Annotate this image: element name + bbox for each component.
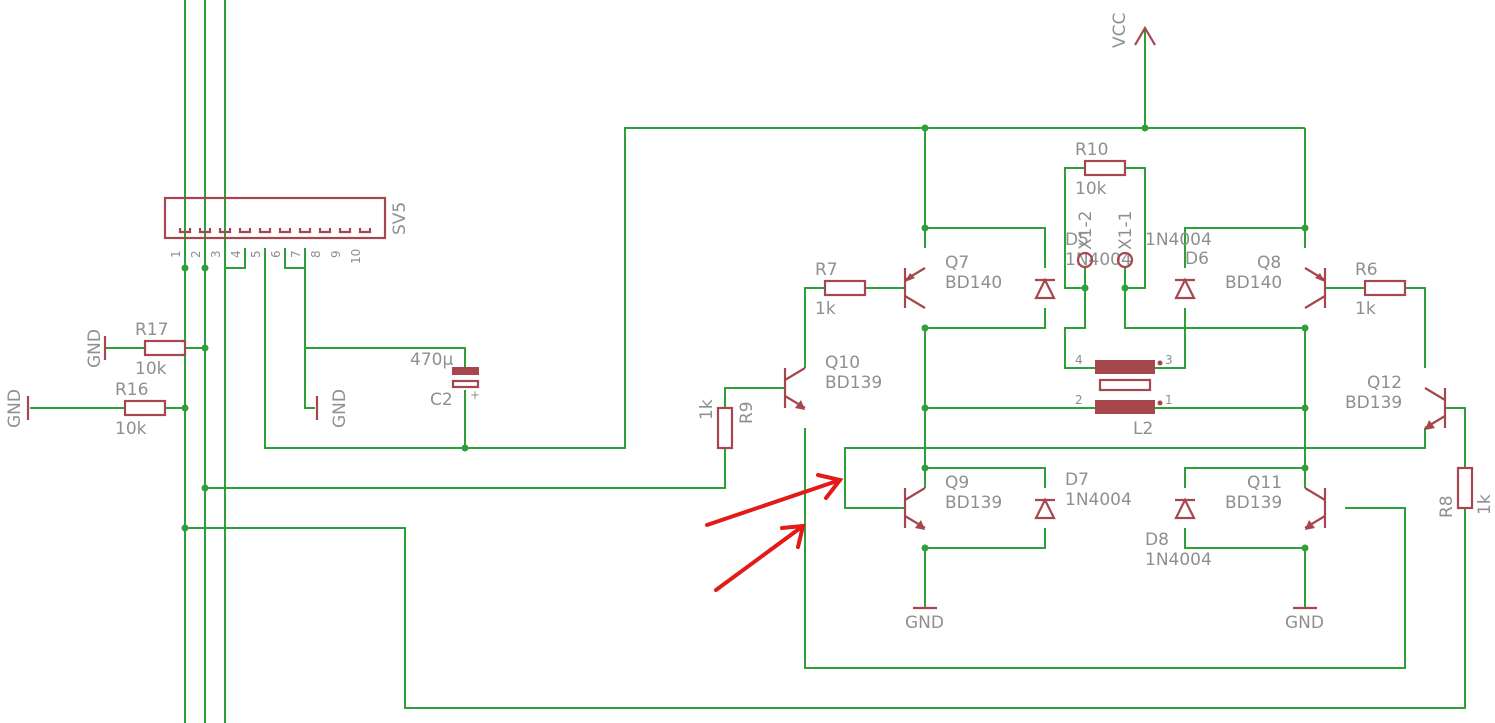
- q12-value: BD139: [1345, 393, 1402, 413]
- vcc-label: VCC: [1110, 13, 1130, 48]
- l2-name: L2: [1133, 419, 1153, 439]
- sv5-pin-8: 8: [309, 250, 323, 258]
- r10-name: R10: [1075, 140, 1108, 160]
- gnd-symbol-r17: GND: [85, 329, 107, 368]
- sv5-pin-4: 4: [229, 250, 243, 258]
- c2-value: 470µ: [410, 350, 453, 370]
- l2-pin-4: 4: [1075, 353, 1083, 367]
- resistor-r16: R16 10k: [115, 380, 167, 439]
- diode-d7: D7 1N4004: [1034, 470, 1132, 520]
- q10-value: BD139: [825, 373, 882, 393]
- gnd-label-q11: GND: [1285, 613, 1324, 633]
- junctions: [181, 124, 1309, 552]
- r9-name: R9: [737, 401, 757, 424]
- annotation-arrows: [705, 473, 844, 592]
- transistor-q11: Q11 BD139: [1225, 473, 1327, 530]
- resistor-r9: 1k R9: [697, 399, 757, 450]
- q12-name: Q12: [1367, 373, 1402, 393]
- sv5-pin-1: 1: [169, 250, 183, 258]
- transistor-q9: Q9 BD139: [903, 473, 1002, 530]
- d5-name: D5: [1065, 230, 1089, 250]
- r8-value: 1k: [1475, 494, 1495, 515]
- d8-name: D8: [1145, 530, 1169, 550]
- r6-name: R6: [1355, 260, 1378, 280]
- sv5-pin-7: 7: [289, 250, 303, 258]
- q8-value: BD140: [1225, 273, 1282, 293]
- capacitor-c2: 470µ C2 +: [410, 350, 480, 410]
- transistor-q10: Q10 BD139: [783, 353, 882, 410]
- l2-pin-1: 1: [1165, 393, 1173, 407]
- r6-value: 1k: [1355, 299, 1376, 319]
- r17-name: R17: [135, 320, 168, 340]
- l2-pin-3: 3: [1165, 353, 1173, 367]
- gnd-symbol-header: GND: [315, 389, 350, 428]
- gnd-symbol-q11: GND: [1285, 606, 1324, 633]
- inductor-l2: 4 3 2 1 L2: [1075, 353, 1173, 439]
- vcc-symbol: VCC: [1110, 13, 1156, 48]
- q8-name: Q8: [1257, 253, 1281, 273]
- gnd-label-q9: GND: [905, 613, 944, 633]
- gnd-symbol-q9: GND: [905, 606, 944, 633]
- sv5-header: SV5 1 2 3 4 5 6 7 8 9 10: [163, 196, 410, 264]
- r8-name: R8: [1437, 495, 1457, 518]
- transistor-q7: Q7 BD140: [903, 253, 1002, 309]
- q9-value: BD139: [945, 493, 1002, 513]
- q11-value: BD139: [1225, 493, 1282, 513]
- sv5-pin-2: 2: [189, 250, 203, 258]
- connector-x1: X1-2 X1-1: [1076, 211, 1136, 269]
- resistor-r6: R6 1k: [1355, 260, 1407, 319]
- r17-value: 10k: [135, 359, 167, 379]
- d7-name: D7: [1065, 470, 1089, 490]
- l2-pin-2: 2: [1075, 393, 1083, 407]
- arrow-upper: [705, 473, 844, 527]
- resistor-r8: R8 1k: [1437, 466, 1495, 518]
- sv5-pin-5: 5: [249, 250, 263, 258]
- wires: [30, 0, 1466, 723]
- x1-2-label: X1-2: [1076, 211, 1096, 250]
- diode-d8: D8 1N4004: [1145, 497, 1212, 570]
- q7-name: Q7: [945, 253, 969, 273]
- diode-d6: 1N4004 D6: [1145, 230, 1212, 300]
- d8-value: 1N4004: [1145, 550, 1212, 570]
- r7-value: 1k: [815, 299, 836, 319]
- sv5-pin-6: 6: [269, 250, 283, 258]
- r10-value: 10k: [1075, 179, 1107, 199]
- q10-name: Q10: [825, 353, 860, 373]
- d6-name: D6: [1185, 249, 1209, 269]
- transistor-q12: Q12 BD139: [1345, 373, 1447, 430]
- d7-value: 1N4004: [1065, 490, 1132, 510]
- gnd-label-r16: GND: [5, 389, 25, 428]
- q11-name: Q11: [1247, 473, 1282, 493]
- r7-name: R7: [815, 260, 838, 280]
- arrow-lower: [714, 523, 806, 592]
- c2-name: C2: [430, 390, 453, 410]
- x1-1-label: X1-1: [1116, 211, 1136, 250]
- sv5-label: SV5: [390, 202, 410, 235]
- sv5-pin-10: 10: [349, 249, 363, 264]
- q7-value: BD140: [945, 273, 1002, 293]
- gnd-symbol-r16: GND: [5, 389, 30, 428]
- c2-plus: +: [470, 388, 480, 402]
- d6-value: 1N4004: [1145, 230, 1212, 250]
- resistor-r7: R7 1k: [815, 260, 867, 319]
- sv5-pin-3: 3: [209, 250, 223, 258]
- resistor-r10: R10 10k: [1075, 140, 1127, 199]
- q9-name: Q9: [945, 473, 969, 493]
- sv5-pin-9: 9: [329, 250, 343, 258]
- r16-value: 10k: [115, 419, 147, 439]
- gnd-label-header: GND: [330, 389, 350, 428]
- r9-value: 1k: [697, 399, 717, 420]
- resistor-r17: R17 10k: [135, 320, 187, 379]
- gnd-label-r17: GND: [85, 329, 105, 368]
- transistor-q8: Q8 BD140: [1225, 253, 1327, 309]
- r16-name: R16: [115, 380, 148, 400]
